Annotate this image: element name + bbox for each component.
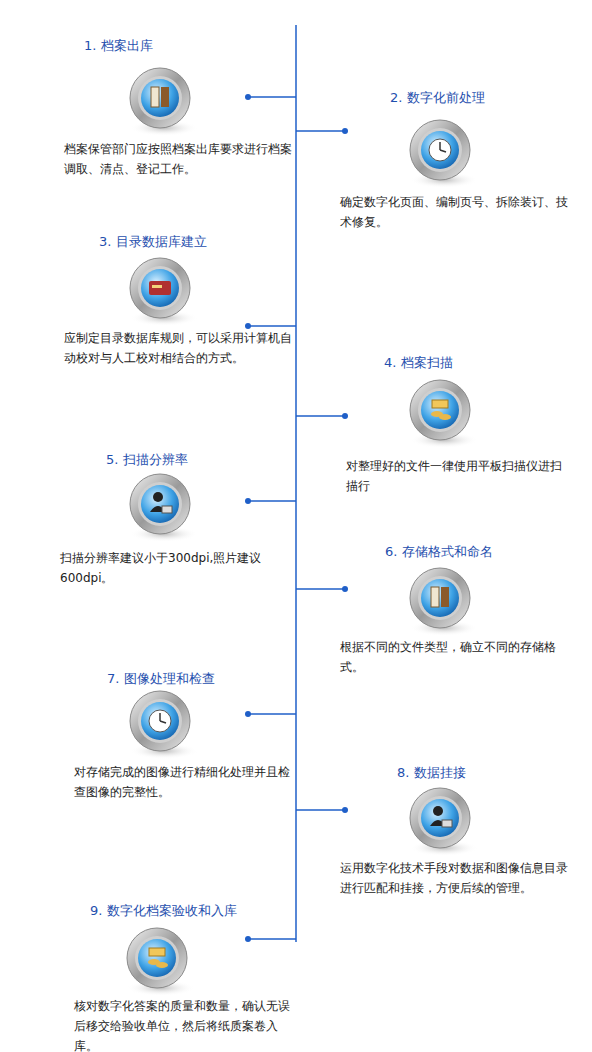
timeline-step: 7. 图像处理和检查对存储完成的图像进行精细化处理并且检查图像的完整性。 [74,670,296,802]
step-description: 根据不同的文件类型，确立不同的存储格式。 [340,637,576,677]
step-title: 1. 档案出库 [64,37,292,55]
step-description: 确定数字化页面、编制页号、拆除装订、技术修复。 [340,192,576,232]
step-description: 对存储完成的图像进行精细化处理并且检查图像的完整性。 [74,762,296,802]
step-description: 运用数字化技术手段对数据和图像信息目录进行匹配和挂接，方便后续的管理。 [340,858,576,898]
step-title: 9. 数字化档案验收和入库 [74,902,298,920]
timeline-step: 6. 存储格式和命名根据不同的文件类型，确立不同的存储格式。 [340,543,576,677]
step-title: 6. 存储格式和命名 [340,543,576,561]
step-description: 对整理好的文件一律使用平板扫描仪进扫描行 [346,456,572,496]
step-title: 5. 扫描分辨率 [60,451,294,469]
step-description: 档案保管部门应按照档案出库要求进行档案调取、清点、登记工作。 [64,139,292,179]
step-title: 3. 目录数据库建立 [64,233,292,251]
step-description: 扫描分辨率建议小于300dpi,照片建议600dpi。 [60,548,294,588]
step-title: 4. 档案扫描 [346,354,572,372]
timeline-step: 1. 档案出库档案保管部门应按照档案出库要求进行档案调取、清点、登记工作。 [64,37,292,179]
step-description: 应制定目录数据库规则，可以采用计算机自动校对与人工校对相结合的方式。 [64,328,292,368]
timeline-step: 8. 数据挂接运用数字化技术手段对数据和图像信息目录进行匹配和挂接，方便后续的管… [340,764,576,898]
timeline-step: 2. 数字化前处理确定数字化页面、编制页号、拆除装订、技术修复。 [340,89,576,232]
timeline-step: 3. 目录数据库建立应制定目录数据库规则，可以采用计算机自动校对与人工校对相结合… [64,233,292,368]
step-description: 核对数字化答案的质量和数量，确认无误后移交给验收单位，然后将纸质案卷入库。 [74,996,298,1052]
timeline-step: 9. 数字化档案验收和入库核对数字化答案的质量和数量，确认无误后移交给验收单位，… [74,902,298,1052]
timeline-step: 4. 档案扫描对整理好的文件一律使用平板扫描仪进扫描行 [346,354,572,496]
step-title: 8. 数据挂接 [340,764,576,782]
step-title: 7. 图像处理和检查 [74,670,296,688]
timeline-step: 5. 扫描分辨率扫描分辨率建议小于300dpi,照片建议600dpi。 [60,451,294,588]
step-title: 2. 数字化前处理 [340,89,576,107]
